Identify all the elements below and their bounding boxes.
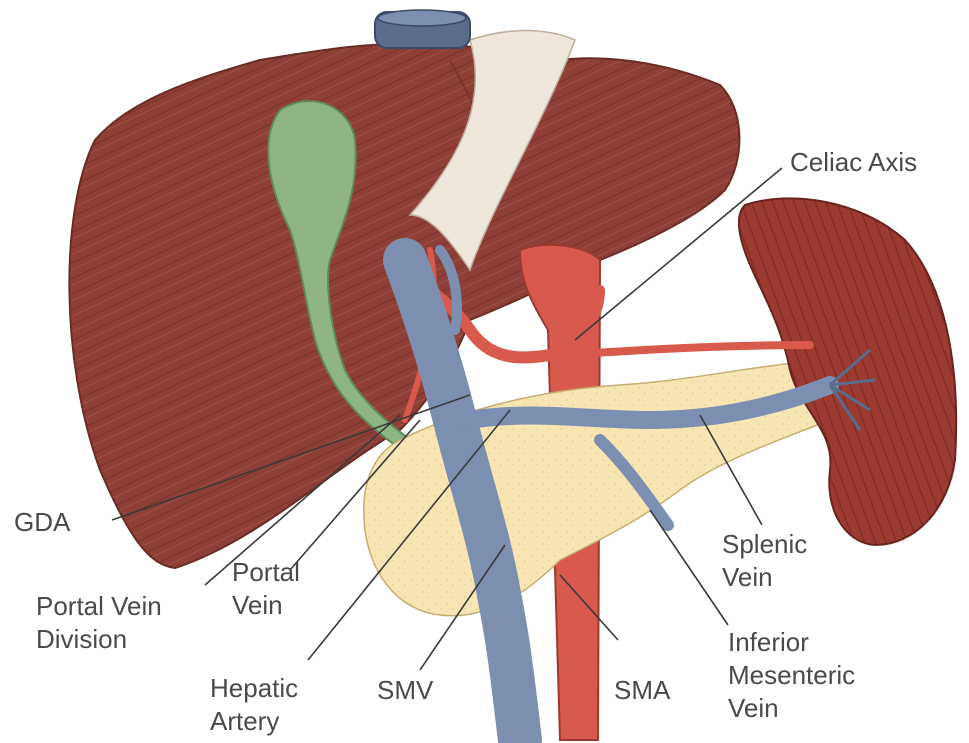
ivc-top — [375, 10, 470, 48]
label-smv: SMV — [377, 674, 433, 707]
label-portal-vein-division: Portal Vein Division — [36, 590, 162, 656]
label-inferior-mesenteric-vein: Inferior Mesenteric Vein — [728, 626, 855, 725]
label-sma: SMA — [614, 674, 670, 707]
label-gda: GDA — [14, 506, 70, 539]
label-hepatic-artery: Hepatic Artery — [210, 672, 298, 738]
label-splenic-vein: Splenic Vein — [722, 528, 807, 594]
label-celiac-axis: Celiac Axis — [790, 146, 917, 179]
label-portal-vein: Portal Vein — [232, 556, 300, 622]
